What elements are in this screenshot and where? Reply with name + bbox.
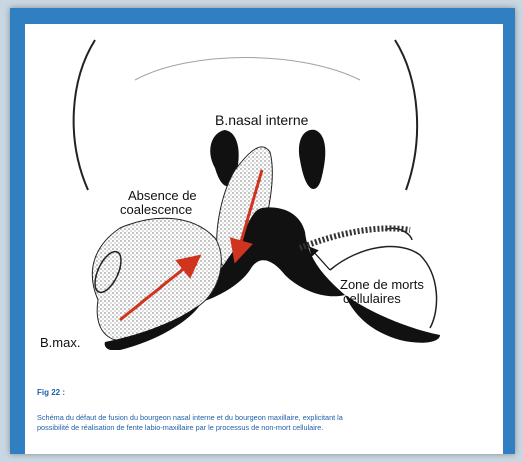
caption-line-2: possibilité de réalisation de fente labi… <box>37 423 507 433</box>
head-outline-left <box>74 40 95 190</box>
label-absence-line1: Absence de <box>128 188 197 203</box>
right-nasal-pit <box>299 130 325 189</box>
embryology-diagram: B.nasal interne Absence de coalescence Z… <box>0 0 478 350</box>
head-outline-right <box>395 40 417 190</box>
cell-death-zone <box>300 228 410 248</box>
label-maxillary-bud: B.max. <box>40 335 80 350</box>
label-nasal-bud: B.nasal interne <box>215 112 309 128</box>
caption-line-1: Schéma du défaut de fusion du bourgeon n… <box>37 413 507 423</box>
label-zone-line1: Zone de morts <box>340 277 424 292</box>
label-zone-line2: cellulaires <box>343 291 401 306</box>
label-absence-line2: coalescence <box>120 202 192 217</box>
figure-caption: Schéma du défaut de fusion du bourgeon n… <box>37 413 507 433</box>
upper-arc <box>135 58 360 81</box>
maxillary-bud-left <box>92 218 221 340</box>
figure-number: Fig 22 : <box>37 388 65 397</box>
